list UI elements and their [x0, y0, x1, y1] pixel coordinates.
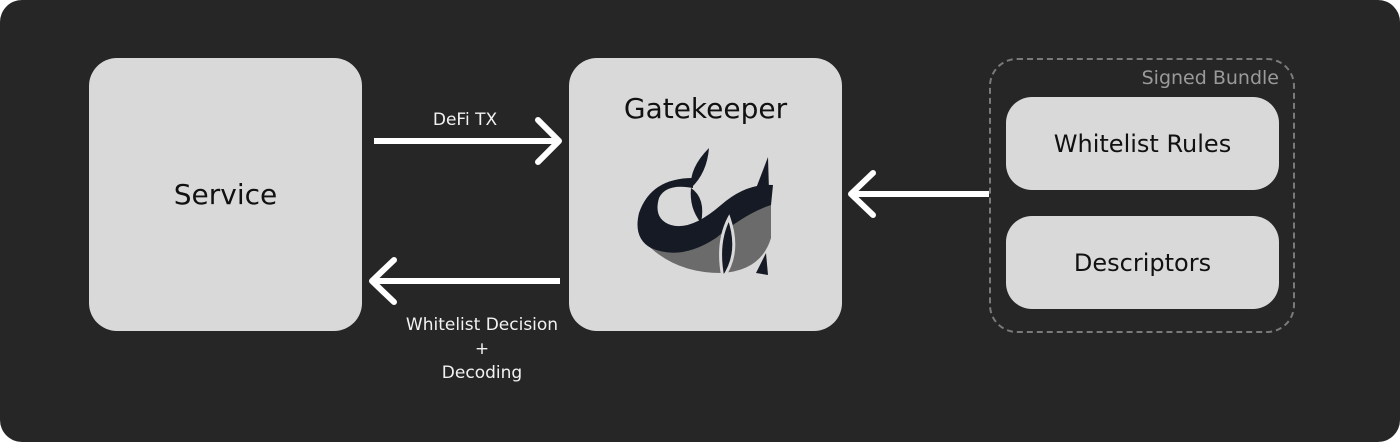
gatekeeper-label: Gatekeeper	[623, 92, 788, 125]
decision-label-line2: +	[474, 339, 490, 359]
gatekeeper-node[interactable]: Gatekeeper	[569, 58, 842, 331]
decision-arrow	[369, 257, 560, 305]
descriptors-label: Descriptors	[1073, 248, 1212, 277]
whale-logo-icon	[637, 148, 773, 282]
signed-bundle-label: Signed Bundle	[1141, 67, 1279, 89]
service-node[interactable]: Service	[89, 58, 362, 331]
whitelist-rules-label: Whitelist Rules	[1053, 129, 1232, 158]
defi-tx-label: DeFi TX	[432, 110, 498, 130]
decision-label: Whitelist Decision + Decoding	[382, 313, 582, 385]
service-label: Service	[173, 178, 278, 211]
decision-label-line3: Decoding	[441, 363, 523, 383]
descriptors-node[interactable]: Descriptors	[1006, 216, 1279, 309]
whitelist-rules-node[interactable]: Whitelist Rules	[1006, 97, 1279, 190]
decision-label-line1: Whitelist Decision	[405, 315, 559, 335]
signed-bundle-group: Signed Bundle Whitelist Rules Descriptor…	[989, 58, 1295, 333]
bundle-to-gatekeeper-arrow	[848, 170, 989, 218]
